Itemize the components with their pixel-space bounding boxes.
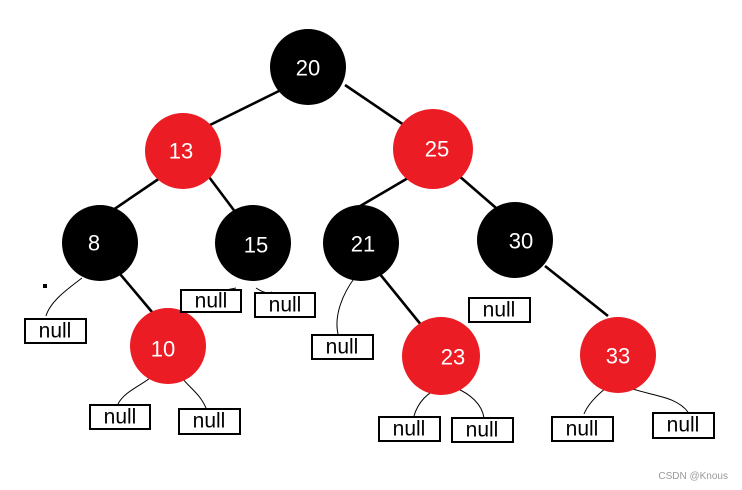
node-circle-red — [393, 109, 473, 189]
node-21: 21 — [323, 205, 399, 281]
null-leaf-23-right: null — [451, 417, 514, 443]
null-leaf-15-right: null — [254, 292, 316, 318]
node-23-label: 23 — [441, 345, 465, 370]
edge-13-8 — [112, 176, 161, 212]
node-20-label: 20 — [296, 56, 320, 81]
curve-10-null-right — [181, 377, 207, 409]
null-leaves: null null null null null null null null — [24, 289, 715, 443]
node-15-label: 15 — [244, 233, 268, 258]
null-label: null — [667, 414, 700, 437]
curve-33-null-left — [583, 387, 607, 415]
null-leaf-33-right: null — [652, 412, 715, 439]
null-label: null — [483, 299, 516, 322]
node-20: 20 — [270, 29, 346, 105]
node-circle-black — [477, 202, 553, 278]
node-circle-black — [323, 205, 399, 281]
null-leaf-10-right: null — [178, 408, 241, 435]
null-leaf-15-left: null — [180, 289, 242, 313]
node-25-label: 25 — [425, 137, 449, 162]
node-21-label: 21 — [351, 232, 375, 257]
null-label: null — [326, 336, 359, 359]
node-33: 33 — [580, 317, 656, 393]
null-box — [180, 289, 242, 313]
edge-8-10 — [114, 267, 153, 313]
node-10-label: 10 — [151, 337, 175, 362]
node-8: 8 — [62, 205, 138, 281]
node-30: 30 — [477, 202, 553, 278]
node-circle-black — [270, 29, 346, 105]
null-leaf-30-left: null — [468, 297, 531, 323]
node-13-label: 13 — [169, 139, 193, 164]
null-box — [468, 297, 531, 323]
null-label: null — [39, 320, 72, 343]
null-label: null — [393, 418, 426, 441]
null-label: null — [269, 294, 302, 317]
null-leaf-23-left: null — [378, 416, 441, 442]
node-25: 25 — [393, 109, 473, 189]
node-circle-red — [130, 308, 206, 384]
curve-8-null — [45, 277, 83, 317]
stray-dot — [43, 284, 47, 288]
null-box — [652, 412, 715, 439]
node-circle-black — [62, 205, 138, 281]
node-15: 15 — [215, 205, 291, 281]
node-23: 23 — [402, 317, 480, 395]
null-leaf-8-left: null — [24, 318, 87, 344]
node-30-label: 30 — [509, 229, 533, 254]
null-box — [451, 417, 514, 443]
curve-23-null-right — [455, 387, 485, 419]
null-leaf-21-left: null — [311, 334, 374, 360]
null-box — [178, 408, 241, 435]
null-label: null — [193, 410, 226, 433]
node-8-label: 8 — [88, 231, 100, 256]
curve-21-null — [336, 275, 357, 335]
node-circle-red — [145, 113, 221, 189]
edge-30-33 — [544, 264, 609, 318]
null-box — [89, 404, 151, 430]
node-circle-red — [580, 317, 656, 393]
null-label: null — [466, 419, 499, 442]
curve-33-null-right — [629, 387, 689, 413]
edge-20-13 — [209, 86, 286, 127]
null-label: null — [195, 290, 228, 313]
null-box — [551, 416, 614, 442]
node-circle-black — [215, 205, 291, 281]
null-box — [311, 334, 374, 360]
edge-13-15 — [204, 172, 238, 214]
node-13: 13 — [145, 113, 221, 189]
watermark: CSDN @Knous — [658, 471, 728, 482]
node-33-label: 33 — [606, 344, 630, 369]
tree-edges — [112, 83, 609, 327]
null-label: null — [104, 406, 137, 429]
null-box — [24, 318, 87, 344]
node-10: 10 — [130, 308, 206, 384]
null-leaf-33-left: null — [551, 416, 614, 442]
tree-nodes: 20 13 25 8 15 21 30 10 — [62, 29, 656, 395]
null-leaf-10-left: null — [89, 404, 151, 430]
null-box — [254, 292, 316, 318]
edge-20-25 — [344, 83, 405, 127]
null-box — [378, 416, 441, 442]
curve-10-null-left — [117, 377, 151, 405]
node-circle-red — [402, 317, 480, 395]
edge-21-23 — [373, 267, 424, 327]
null-label: null — [566, 418, 599, 441]
